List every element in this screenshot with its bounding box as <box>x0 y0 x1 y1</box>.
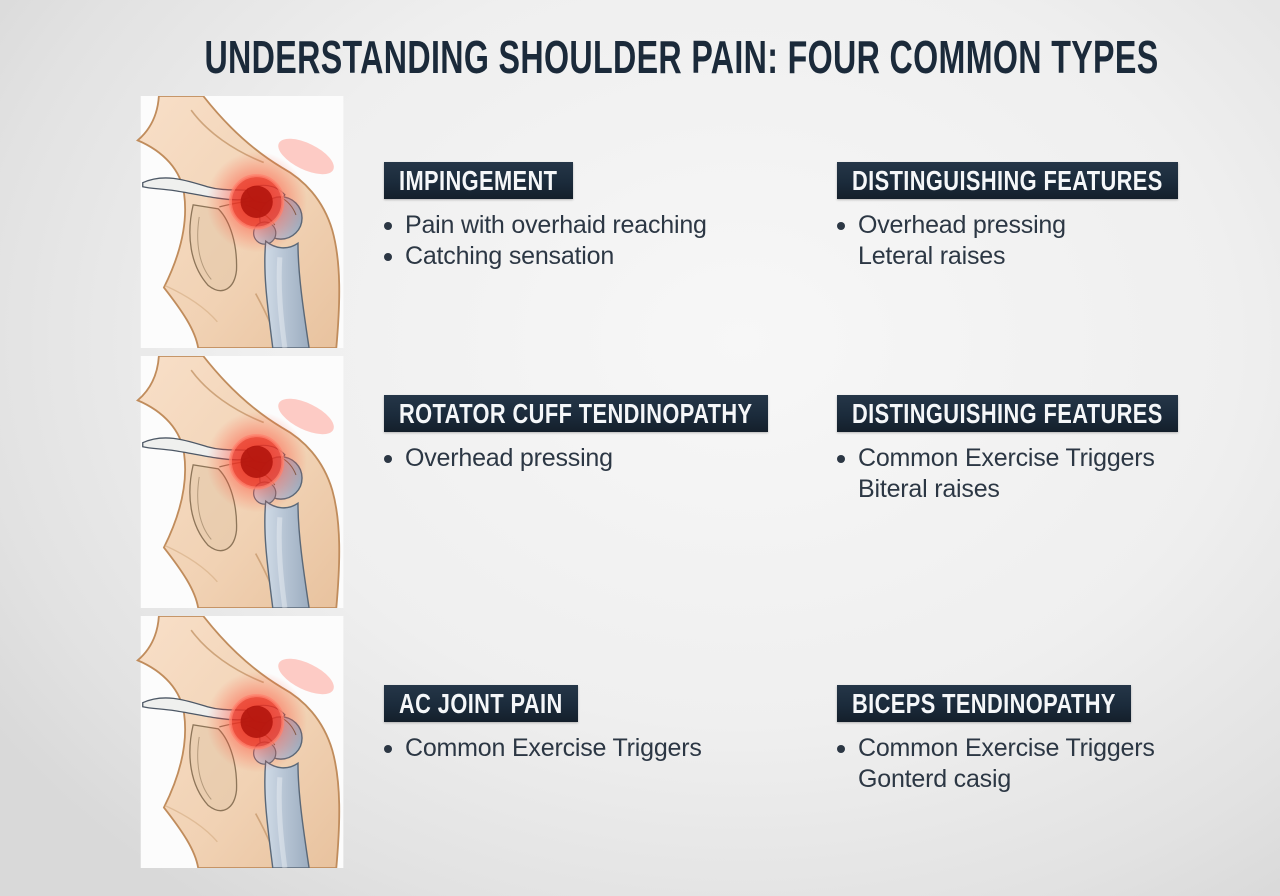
list-item: Common Exercise Triggers <box>837 733 1257 764</box>
shoulder-joint-pain-icon <box>128 96 346 348</box>
page-title: UNDERSTANDING SHOULDER PAIN: FOUR COMMON… <box>204 31 1159 83</box>
bullet-text: Catching sensation <box>405 242 615 270</box>
bullet-dot-icon <box>384 222 392 230</box>
bullet-text: Common Exercise Triggers <box>858 444 1155 472</box>
section-header-label: DISTINGUISHING FEATURES <box>852 165 1163 196</box>
list-item: Gonterd casig <box>837 764 1257 795</box>
list-item: Overhead pressing <box>837 210 1257 241</box>
bullet-text: Common Exercise Triggers <box>405 734 702 762</box>
bullet-dot-icon <box>384 253 392 261</box>
bullet-text: Gonterd casig <box>858 765 1012 793</box>
bullet-dot-icon <box>837 222 845 230</box>
bullet-text: Common Exercise Triggers <box>858 734 1155 762</box>
bullet-list: Overhead pressing <box>384 443 804 474</box>
bullet-text: Leteral raises <box>858 242 1006 270</box>
section-biceps-tendinopathy: BICEPS TENDINOPATHY Common Exercise Trig… <box>837 685 1257 795</box>
section-header-box: DISTINGUISHING FEATURES <box>837 162 1178 199</box>
bullet-text: Overhead pressing <box>405 444 613 472</box>
list-item: Common Exercise Triggers <box>837 443 1257 474</box>
bullet-text: Pain with overhaid reaching <box>405 211 707 239</box>
section-ac-joint-pain: AC JOINT PAIN Common Exercise Triggers <box>384 685 804 764</box>
list-item: Common Exercise Triggers <box>384 733 804 764</box>
title-bar: UNDERSTANDING SHOULDER PAIN: FOUR COMMON… <box>0 30 1280 84</box>
bullet-list: Common Exercise Triggers <box>384 733 804 764</box>
bullet-list: Pain with overhaid reaching Catching sen… <box>384 210 804 272</box>
section-rotator-cuff-tendinopathy: ROTATOR CUFF TENDINOPATHY Overhead press… <box>384 395 804 474</box>
bullet-list: Common Exercise Triggers Gonterd casig <box>837 733 1257 795</box>
section-header-box: DISTINGUISHING FEATURES <box>837 395 1178 432</box>
bullet-text: Overhead pressing <box>858 211 1066 239</box>
bullet-dot-icon <box>837 745 845 753</box>
shoulder-anatomy-pain-illustration <box>128 96 346 348</box>
list-item: Pain with overhaid reaching <box>384 210 804 241</box>
shoulder-joint-pain-icon <box>128 616 346 868</box>
list-item: Overhead pressing <box>384 443 804 474</box>
list-item: Catching sensation <box>384 241 804 272</box>
bullet-dot-icon <box>384 455 392 463</box>
section-header-box: BICEPS TENDINOPATHY <box>837 685 1131 722</box>
bullet-dot-icon <box>837 455 845 463</box>
bullet-text: Biteral raises <box>858 475 1000 503</box>
section-header-box: AC JOINT PAIN <box>384 685 578 722</box>
section-impingement: IMPINGEMENT Pain with overhaid reaching … <box>384 162 804 272</box>
section-header-box: IMPINGEMENT <box>384 162 573 199</box>
shoulder-anatomy-pain-illustration <box>128 616 346 868</box>
section-header-box: ROTATOR CUFF TENDINOPATHY <box>384 395 768 432</box>
bullet-dot-icon <box>384 745 392 753</box>
section-header-label: AC JOINT PAIN <box>399 688 563 719</box>
section-header-label: ROTATOR CUFF TENDINOPATHY <box>399 398 753 429</box>
bullet-list: Overhead pressing Leteral raises <box>837 210 1257 272</box>
shoulder-anatomy-pain-illustration <box>128 356 346 608</box>
bullet-list: Common Exercise Triggers Biteral raises <box>837 443 1257 505</box>
section-header-label: BICEPS TENDINOPATHY <box>852 688 1116 719</box>
section-header-label: IMPINGEMENT <box>399 165 558 196</box>
list-item: Biteral raises <box>837 474 1257 505</box>
list-item: Leteral raises <box>837 241 1257 272</box>
section-header-label: DISTINGUISHING FEATURES <box>852 398 1163 429</box>
shoulder-joint-pain-icon <box>128 356 346 608</box>
section-distinguishing-features-2: DISTINGUISHING FEATURES Common Exercise … <box>837 395 1257 505</box>
section-distinguishing-features-1: DISTINGUISHING FEATURES Overhead pressin… <box>837 162 1257 272</box>
